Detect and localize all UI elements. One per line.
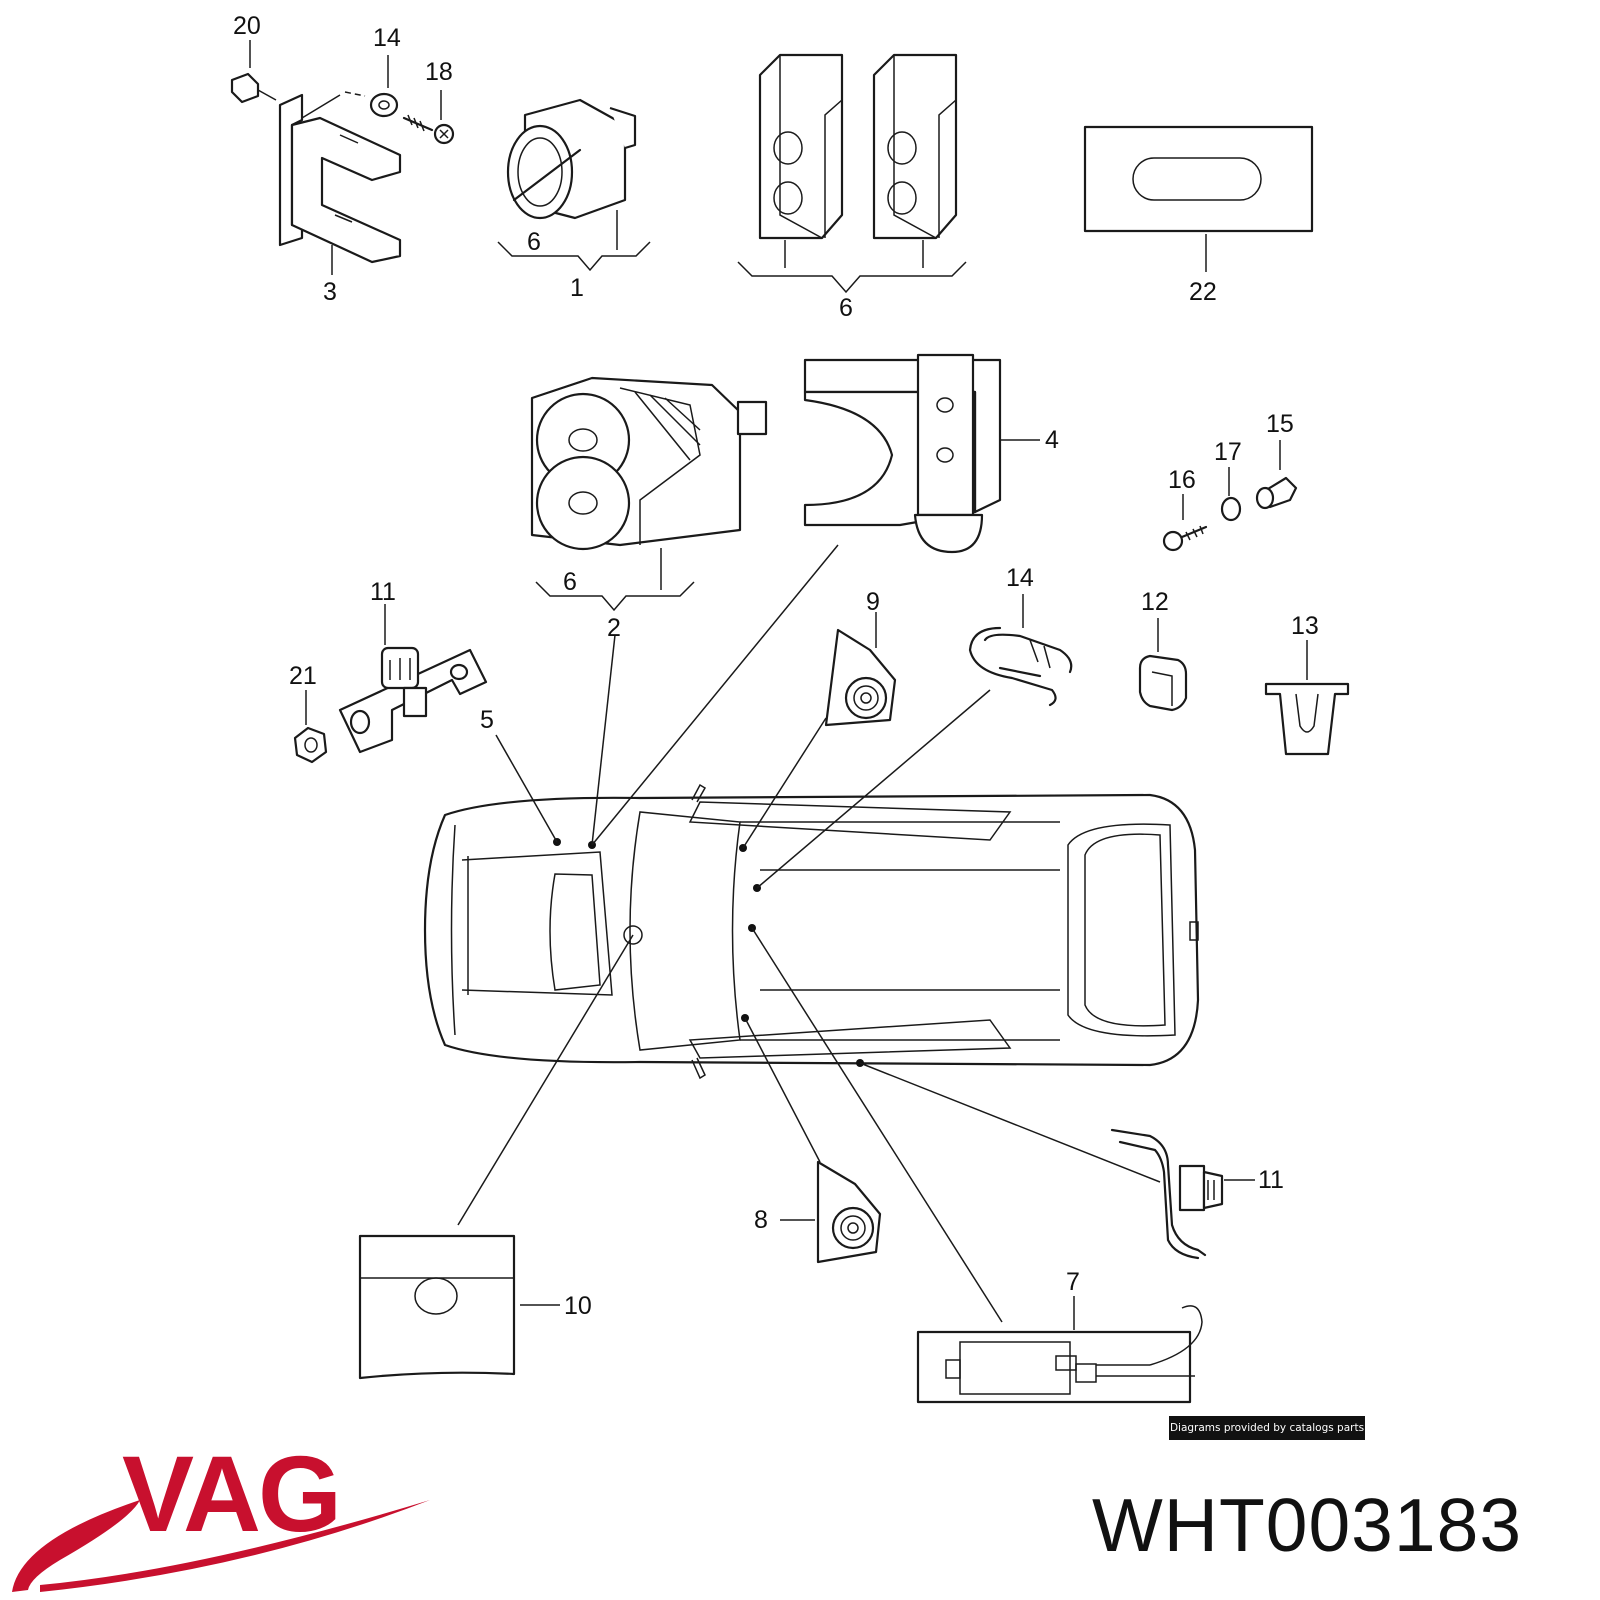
brand-logo-text: VAG xyxy=(122,1433,342,1554)
diagram-credit-badge: Diagrams provided by catalogs parts xyxy=(1169,1416,1365,1440)
panel-part-10 xyxy=(358,1234,560,1380)
callout-14: 14 xyxy=(373,24,401,52)
callout-7: 7 xyxy=(1066,1268,1080,1296)
callout-11: 11 xyxy=(1258,1166,1284,1194)
callout-17: 17 xyxy=(1214,438,1242,466)
clip-part-14 xyxy=(968,594,1073,707)
callout-18: 18 xyxy=(425,58,453,86)
nut-part-21 xyxy=(293,690,328,764)
bracket-part-3 xyxy=(278,91,402,275)
callout-22: 22 xyxy=(1189,278,1217,306)
callout-14: 14 xyxy=(1006,564,1034,592)
callout-12: 12 xyxy=(1141,588,1169,616)
callout-11: 11 xyxy=(370,578,396,606)
callout-6: 6 xyxy=(527,228,541,256)
clip-part-12 xyxy=(1138,618,1188,712)
bracket-part-5 xyxy=(338,604,488,754)
plate-part-22 xyxy=(1083,125,1314,272)
brand-swoosh-logo xyxy=(12,1500,430,1592)
module-part-7 xyxy=(916,1296,1203,1404)
callout-5: 5 xyxy=(480,706,494,734)
callout-15: 15 xyxy=(1266,410,1294,438)
washer-part-14 xyxy=(369,55,399,118)
bracket-part-4 xyxy=(803,353,1040,554)
dual-horn-part-2 xyxy=(530,376,768,612)
callout-16: 16 xyxy=(1168,466,1196,494)
clip-part-13 xyxy=(1264,640,1350,756)
bracket-part-11-lower xyxy=(1110,1128,1255,1260)
callout-8: 8 xyxy=(754,1206,768,1234)
callout-10: 10 xyxy=(564,1292,592,1320)
clip-part-20 xyxy=(230,40,277,104)
callout-1: 1 xyxy=(570,274,584,302)
callout-labels: 20 14 18 3 6 1 6 22 4 15 17 16 6 2 11 9 … xyxy=(233,12,1319,1320)
mount-part-9 xyxy=(824,612,897,727)
clip-part-15 xyxy=(1255,440,1298,510)
leader-lines xyxy=(457,544,1161,1323)
mount-part-8 xyxy=(780,1160,882,1264)
callout-9: 9 xyxy=(866,588,880,616)
callout-6: 6 xyxy=(563,568,577,596)
part-number: WHT003183 xyxy=(1092,1483,1523,1567)
callout-20: 20 xyxy=(233,12,261,40)
horn-part-1 xyxy=(497,98,651,272)
callout-3: 3 xyxy=(323,278,337,306)
panels-part-6 xyxy=(737,53,967,294)
callout-13: 13 xyxy=(1291,612,1319,640)
screw-part-18 xyxy=(402,90,455,145)
callout-6: 6 xyxy=(839,294,853,322)
car-top-view xyxy=(423,783,1200,1080)
callout-21: 21 xyxy=(289,662,317,690)
screw-part-16 xyxy=(1162,494,1208,552)
callout-4: 4 xyxy=(1045,426,1059,454)
washer-part-17 xyxy=(1220,467,1242,522)
callout-2: 2 xyxy=(607,614,621,642)
